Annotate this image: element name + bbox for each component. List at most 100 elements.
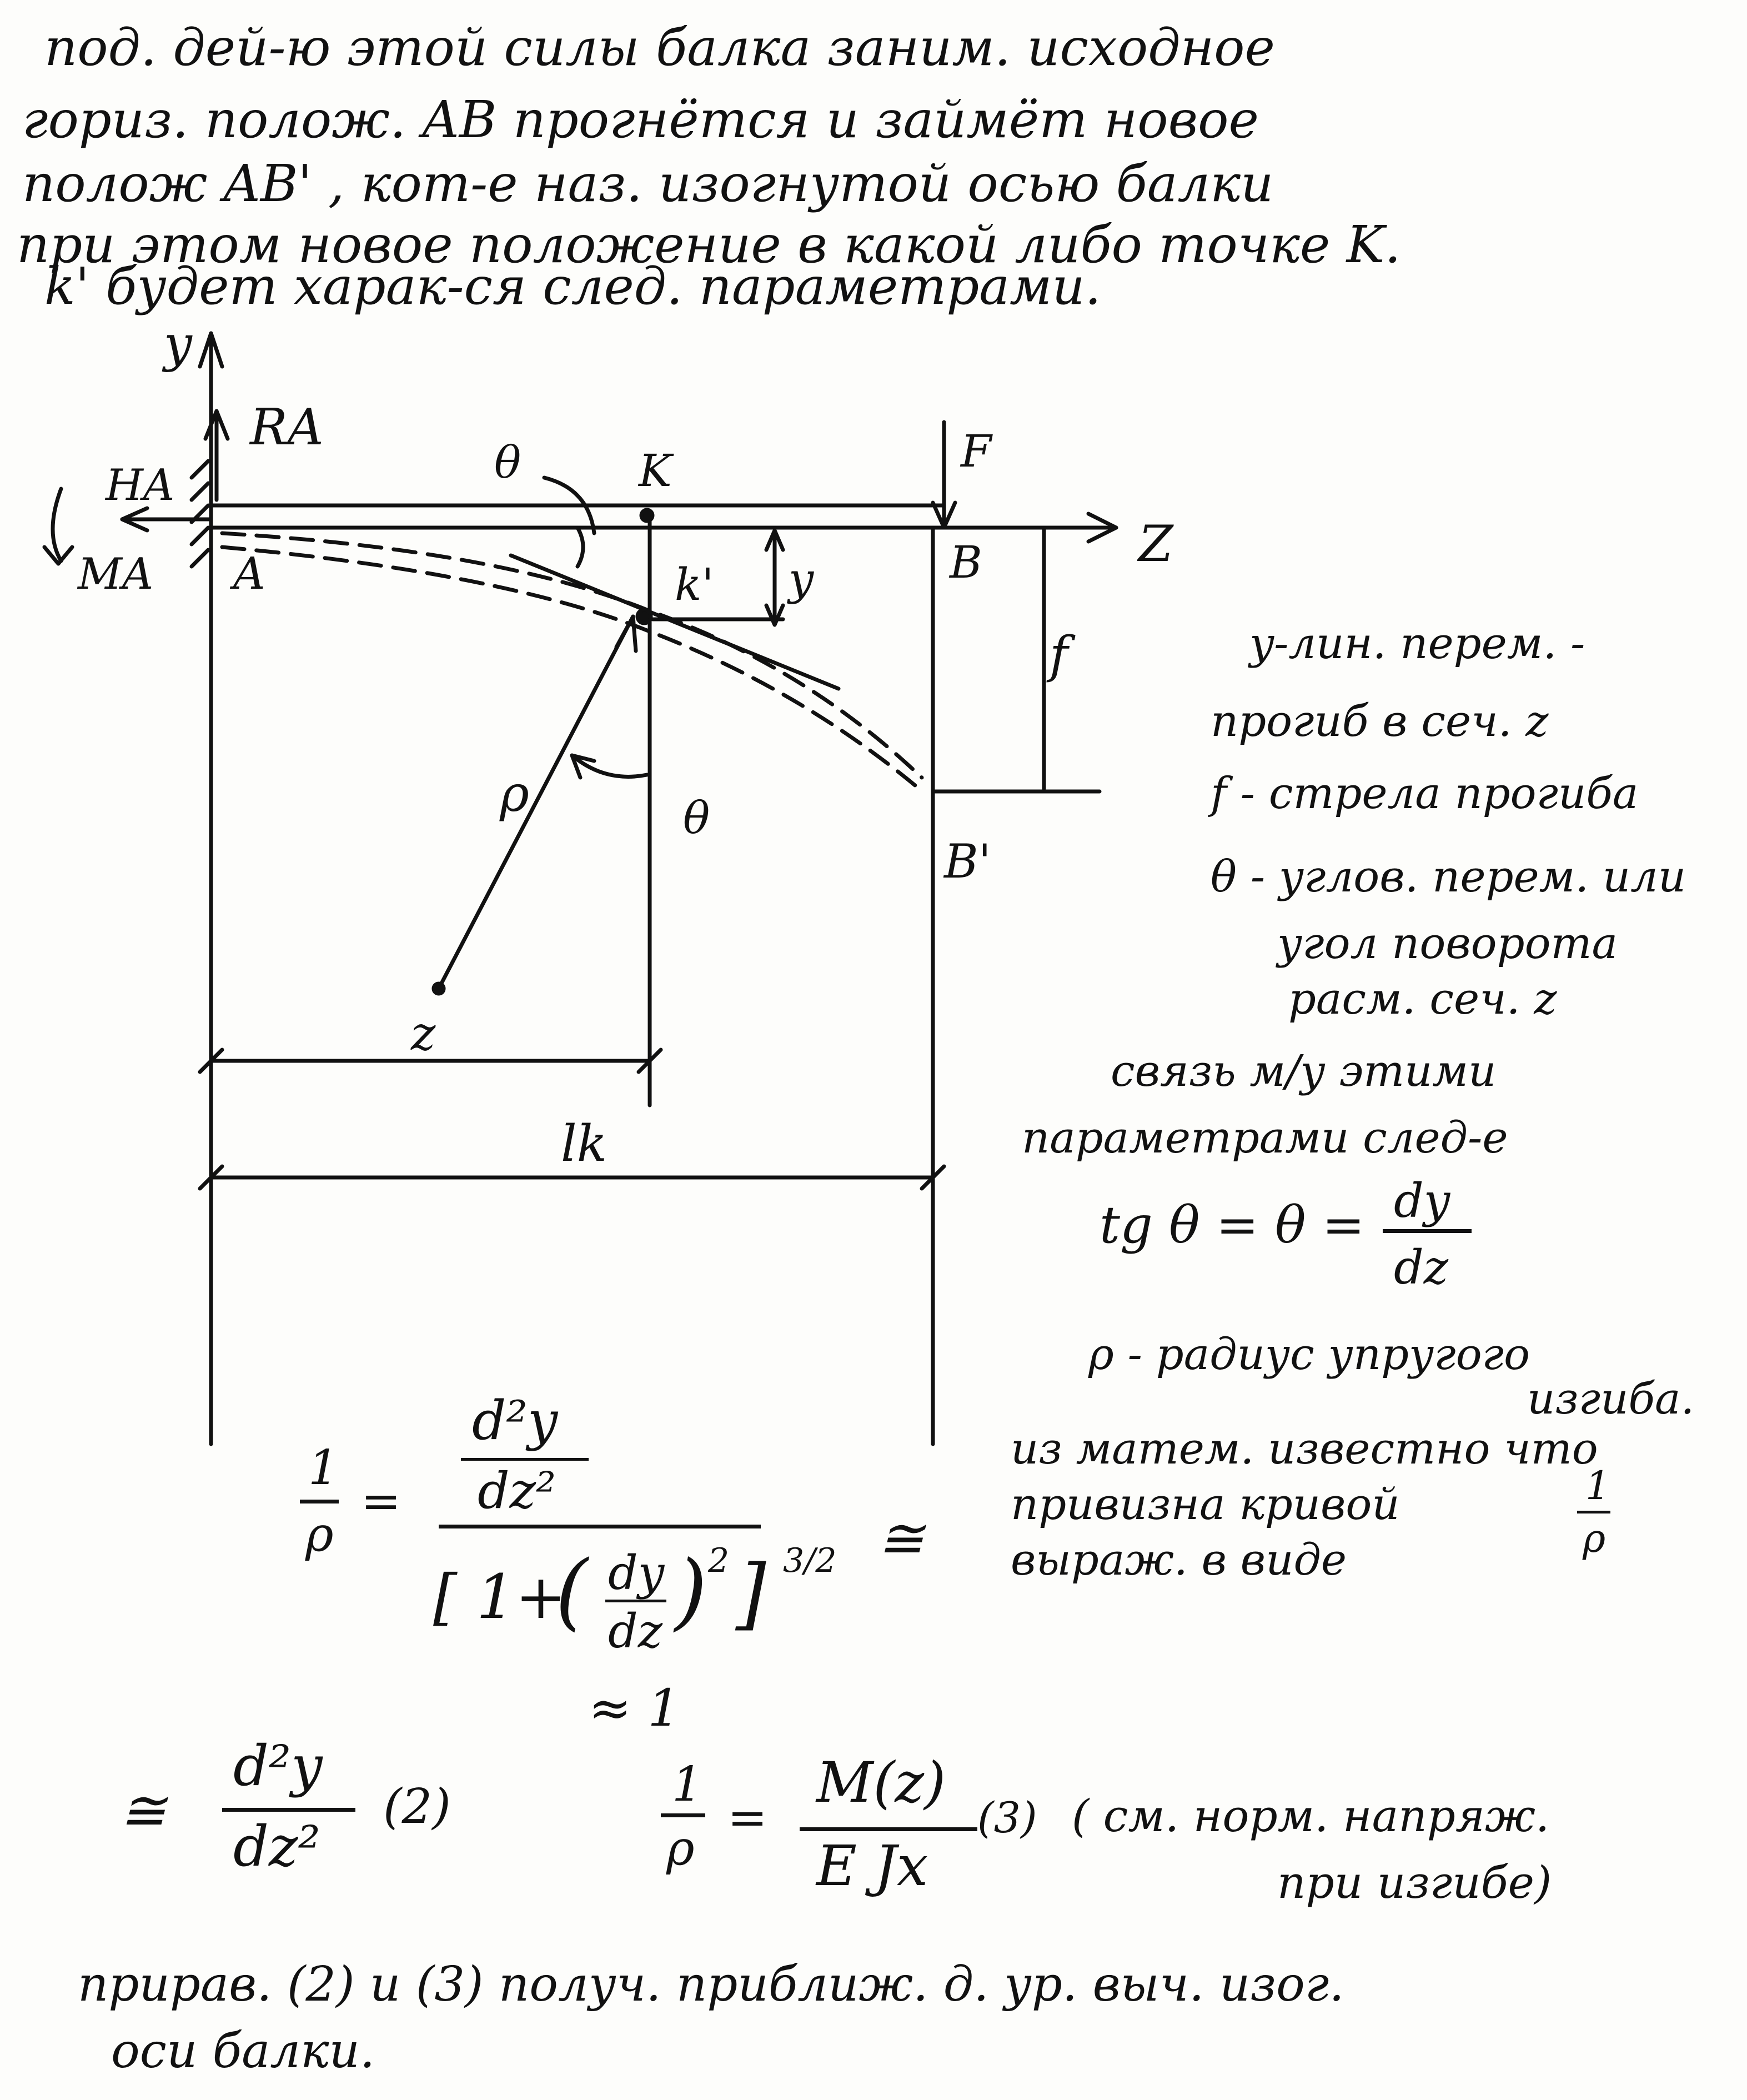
curv-equals: = <box>361 1473 401 1529</box>
curv-approx-one: ≈ 1 <box>589 1678 680 1738</box>
eq3-equals: = <box>727 1790 768 1846</box>
curv-bracket-close: ] <box>736 1548 766 1639</box>
eq2-den: dz² <box>233 1814 320 1879</box>
deflected-beam-lower <box>220 545 921 791</box>
curv-paren-close: ) <box>675 1543 707 1640</box>
eq2-num: d²y <box>233 1733 323 1798</box>
dim-z-tick-right <box>636 1048 663 1074</box>
curv-inner-den: dz <box>608 1604 663 1658</box>
radius-arrowhead <box>614 614 638 653</box>
intro-line-1: под. дей-ю этой силы балка заним. исходн… <box>44 18 1275 77</box>
theta-top-arc <box>575 525 585 569</box>
note-relation-2: параметрами след-е <box>1022 1113 1508 1163</box>
point-k-dot <box>639 508 655 523</box>
ha-label: HA <box>104 460 174 510</box>
curv-lhs-den: ρ <box>305 1507 334 1562</box>
force-f-arrowhead <box>931 500 957 530</box>
point-k-label: K <box>637 445 674 497</box>
deflection-y-arrow-top <box>764 528 785 552</box>
footer-line-1: прирав. (2) и (3) получ. приближ. д. ур.… <box>78 1957 1344 2012</box>
eq3-bar <box>800 1827 977 1831</box>
fixed-support-hatch <box>189 459 210 569</box>
ma-arrowhead <box>42 545 74 566</box>
intro-line-3: полож AB' , кот-е наз. изогнутой осью ба… <box>22 154 1274 213</box>
dim-z-label: z <box>410 1006 436 1061</box>
intro-line-4: при этом новое положение в какой либо то… <box>17 215 1401 274</box>
curv-num: d²y <box>472 1390 558 1452</box>
eq3-num: M(z) <box>816 1750 946 1815</box>
note-theta-def-2: угол поворота <box>1277 919 1618 969</box>
eq2-bar <box>222 1808 355 1812</box>
intro-line-5: k' будет харак-ся след. параметрами. <box>44 257 1101 316</box>
ma-moment-arc <box>51 487 63 563</box>
eq2-label: (2) <box>383 1779 451 1835</box>
tangent-line <box>509 553 841 691</box>
curv-inner-num: dy <box>608 1546 665 1600</box>
eq3-label: (3) <box>977 1793 1037 1842</box>
axis-y-label: y <box>162 315 193 373</box>
radius-rho-label: ρ <box>499 765 529 823</box>
tg-formula-den: dz <box>1394 1240 1449 1295</box>
y-axis-arrowhead <box>198 331 224 369</box>
note-rho-def-1: ρ - радиус упругого <box>1088 1330 1530 1380</box>
curv-lhs-bar <box>300 1500 339 1503</box>
ma-label: MA <box>77 549 153 599</box>
deflection-y-label: y <box>787 553 815 605</box>
deflection-f-label: f <box>1046 626 1076 684</box>
eq3-den: E Jx <box>816 1833 928 1898</box>
point-k-prime-label: k' <box>675 559 714 610</box>
note-math-frac-num: 1 <box>1585 1463 1610 1508</box>
radius-rho-line <box>436 614 635 991</box>
eq3-lhs-num: 1 <box>672 1757 702 1812</box>
note-f-def: f - стрела прогиба <box>1211 769 1639 819</box>
point-b-prime-label: B' <box>943 834 991 889</box>
deflected-beam-upper <box>220 531 924 780</box>
ra-arrowhead <box>203 409 230 441</box>
radius-center-point <box>431 981 446 996</box>
theta-top-leader <box>542 475 596 535</box>
note-math-3: выраж. в виде <box>1011 1535 1347 1585</box>
point-a-label: A <box>229 548 265 599</box>
note-rho-def-2: изгиба. <box>1527 1374 1695 1424</box>
tg-formula-num: dy <box>1394 1174 1450 1228</box>
curv-power: 3/2 <box>783 1541 837 1580</box>
note-y-def-2: прогиб в сеч. z <box>1211 696 1549 746</box>
theta-bottom-arrowhead <box>570 753 596 780</box>
theta-bottom-label: θ <box>683 792 710 844</box>
note-math-frac-bar <box>1577 1511 1610 1513</box>
note-math-2: привизна кривой <box>1011 1480 1400 1530</box>
curv-den-top: dz² <box>478 1462 556 1520</box>
point-b-label: B <box>948 537 982 588</box>
tg-formula-lhs: tg θ = θ = <box>1100 1195 1365 1255</box>
z-axis-arrowhead <box>1086 512 1118 544</box>
curv-inner-frac-bar <box>605 1600 666 1602</box>
eq2-sign: ≅ <box>119 1778 166 1843</box>
deflection-y-arrow-bottom <box>764 603 785 627</box>
dim-lk-label: lk <box>561 1115 607 1173</box>
note-relation-1: связь м/у этими <box>1111 1046 1497 1096</box>
curv-main-bar <box>439 1525 761 1528</box>
curv-lhs-num: 1 <box>308 1440 339 1496</box>
eq3-lhs-den: ρ <box>666 1821 695 1876</box>
theta-top-label: θ <box>494 437 521 488</box>
note-y-def-1: y-лин. перем. - <box>1249 619 1585 669</box>
note-theta-def-1: θ - углов. перем. или <box>1211 852 1686 902</box>
curv-square: 2 <box>708 1541 730 1580</box>
curv-approx-sign: ≅ <box>877 1506 924 1571</box>
footer-line-2: оси балки. <box>111 2023 375 2079</box>
intro-line-2: гориз. полож. AB прогнётся и займёт ново… <box>22 90 1259 149</box>
curv-denom-open: [ 1+ <box>433 1561 567 1632</box>
note-math-1: из матем. известно что <box>1011 1424 1598 1474</box>
eq3-note-2: при изгибе) <box>1277 1857 1552 1908</box>
eq3-lhs-bar <box>661 1813 705 1817</box>
theta-bottom-arc <box>570 753 649 779</box>
ra-label: RA <box>249 398 324 457</box>
tg-formula-bar <box>1383 1229 1472 1233</box>
dim-lk-tick-right <box>920 1164 946 1191</box>
curv-paren-open: ( <box>555 1543 588 1640</box>
force-f-label: F <box>960 425 993 477</box>
axis-z-label: Z <box>1137 515 1174 573</box>
ha-arrowhead <box>120 506 149 533</box>
